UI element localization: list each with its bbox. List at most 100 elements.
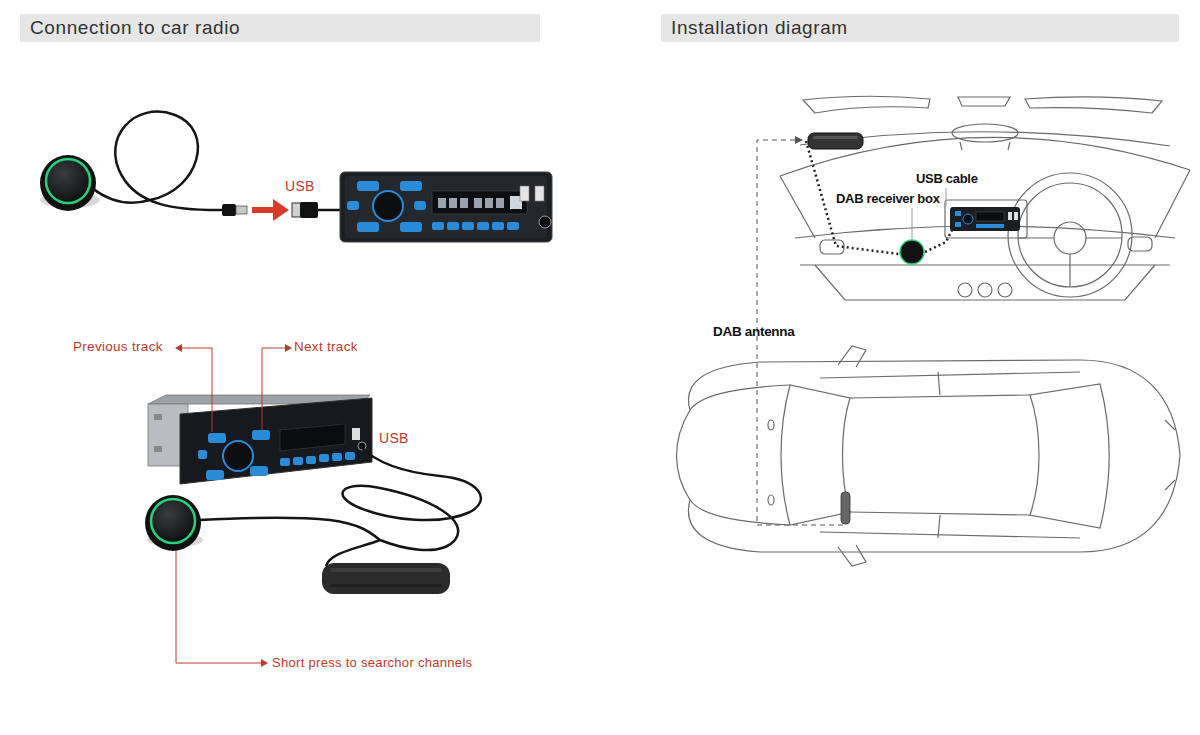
dab-antenna: [322, 563, 450, 594]
car-interior: [978, 283, 992, 297]
car-top-view: [690, 385, 790, 410]
car-radio-small: [950, 207, 1020, 231]
usb-plug: [222, 204, 247, 216]
car-radio: [347, 201, 359, 210]
car-radio-angled: [154, 414, 162, 420]
car-top-view: [838, 346, 866, 367]
usb-socket: [300, 202, 318, 218]
car-radio-angled: [345, 452, 355, 460]
car-radio-angled: [180, 398, 372, 484]
car-radio: [357, 222, 379, 232]
antenna-route: [925, 230, 952, 252]
car-radio-small: [955, 211, 961, 216]
leader-arrowhead: [261, 659, 268, 667]
car-radio: [485, 198, 493, 208]
usb-socket: [318, 209, 341, 212]
part-label: USB cable: [916, 171, 978, 186]
car-interior: [1054, 222, 1086, 254]
callout-text: Next track: [294, 339, 358, 354]
header-text: Connection to car radio: [30, 14, 540, 42]
part-label: DAB receiver box: [836, 191, 940, 206]
car-radio-angled: [250, 466, 268, 476]
car-radio: [400, 181, 422, 191]
antenna-cable: [200, 518, 380, 540]
car-radio: [340, 172, 552, 242]
car-radio-angled: [252, 430, 270, 440]
car-radio: [477, 222, 489, 230]
dab-antenna: [322, 563, 450, 594]
car-radio: [539, 216, 551, 228]
car-interior: [958, 283, 972, 297]
car-radio-small: [976, 212, 1004, 221]
receiver-puck: [40, 155, 96, 211]
car-radio: [345, 176, 547, 238]
car-radio-angled: [306, 456, 316, 464]
callout-text: Short press to searchor channels: [272, 655, 472, 670]
car-interior: [958, 97, 1010, 106]
car-top-view: [850, 395, 1030, 398]
car-top-view: [677, 346, 1181, 566]
receiver-puck: [40, 155, 100, 211]
usb-cable: [92, 112, 226, 210]
car-radio: [507, 222, 519, 230]
dab-antenna-top: [841, 492, 850, 524]
car-radio-angled: [280, 424, 345, 451]
leader-arrowhead: [175, 344, 182, 352]
car-radio: [520, 186, 529, 201]
car-radio-small: [976, 224, 1004, 228]
connector-label: USB: [285, 178, 315, 194]
car-interior: [1018, 183, 1122, 287]
car-radio-angled: [206, 470, 224, 480]
callout-text: Previous track: [73, 339, 163, 354]
car-radio-small: [950, 207, 1020, 231]
car-radio: [496, 198, 504, 208]
car-interior: [1018, 238, 1122, 287]
usb-cable: [92, 112, 226, 210]
car-top-view: [838, 545, 866, 566]
car-interior: [1025, 97, 1162, 113]
dab-antenna-windshield: [808, 133, 863, 149]
car-interior: [820, 240, 844, 254]
antenna-cable: [343, 446, 481, 550]
dab-antenna-windshield: [808, 133, 863, 149]
dab-antenna: [330, 584, 442, 587]
connect-arrow: [252, 207, 276, 213]
connect-arrow: [273, 199, 289, 221]
car-top-view: [820, 372, 1080, 378]
car-radio-small: [963, 214, 973, 224]
car-top-view: [1165, 420, 1175, 490]
leader-arrowhead: [285, 344, 292, 352]
car-radio-small: [955, 222, 961, 227]
car-interior: [780, 96, 1190, 300]
car-top-view: [850, 512, 1030, 515]
dab-antenna-windshield: [813, 136, 858, 139]
section-header: Installation diagram: [661, 14, 1179, 42]
receiver-puck: [151, 499, 195, 543]
dab-antenna-top: [841, 492, 850, 524]
car-top-view: [1030, 384, 1109, 528]
dab-antenna: [330, 568, 442, 572]
part-label: DAB antenna: [713, 324, 794, 339]
antenna-cable: [326, 540, 380, 566]
route-arrowhead: [795, 136, 803, 144]
car-radio: [414, 201, 426, 210]
car-radio: [535, 186, 544, 201]
car-radio-angled: [198, 450, 207, 459]
car-interior: [945, 200, 1027, 238]
receiver-puck: [145, 495, 203, 551]
car-radio: [492, 222, 504, 230]
car-interior: [960, 142, 1010, 150]
car-radio: [340, 172, 552, 242]
car-interior: [780, 176, 815, 238]
leader-line: [181, 348, 212, 432]
car-radio-angled: [352, 428, 360, 440]
route-arrowhead: [795, 136, 803, 144]
car-top-view: [677, 360, 1181, 552]
car-radio-angled: [148, 395, 372, 484]
leader-line: [912, 208, 913, 239]
car-radio-angled: [319, 454, 329, 462]
car-top-view: [781, 385, 850, 525]
car-radio: [449, 198, 457, 208]
